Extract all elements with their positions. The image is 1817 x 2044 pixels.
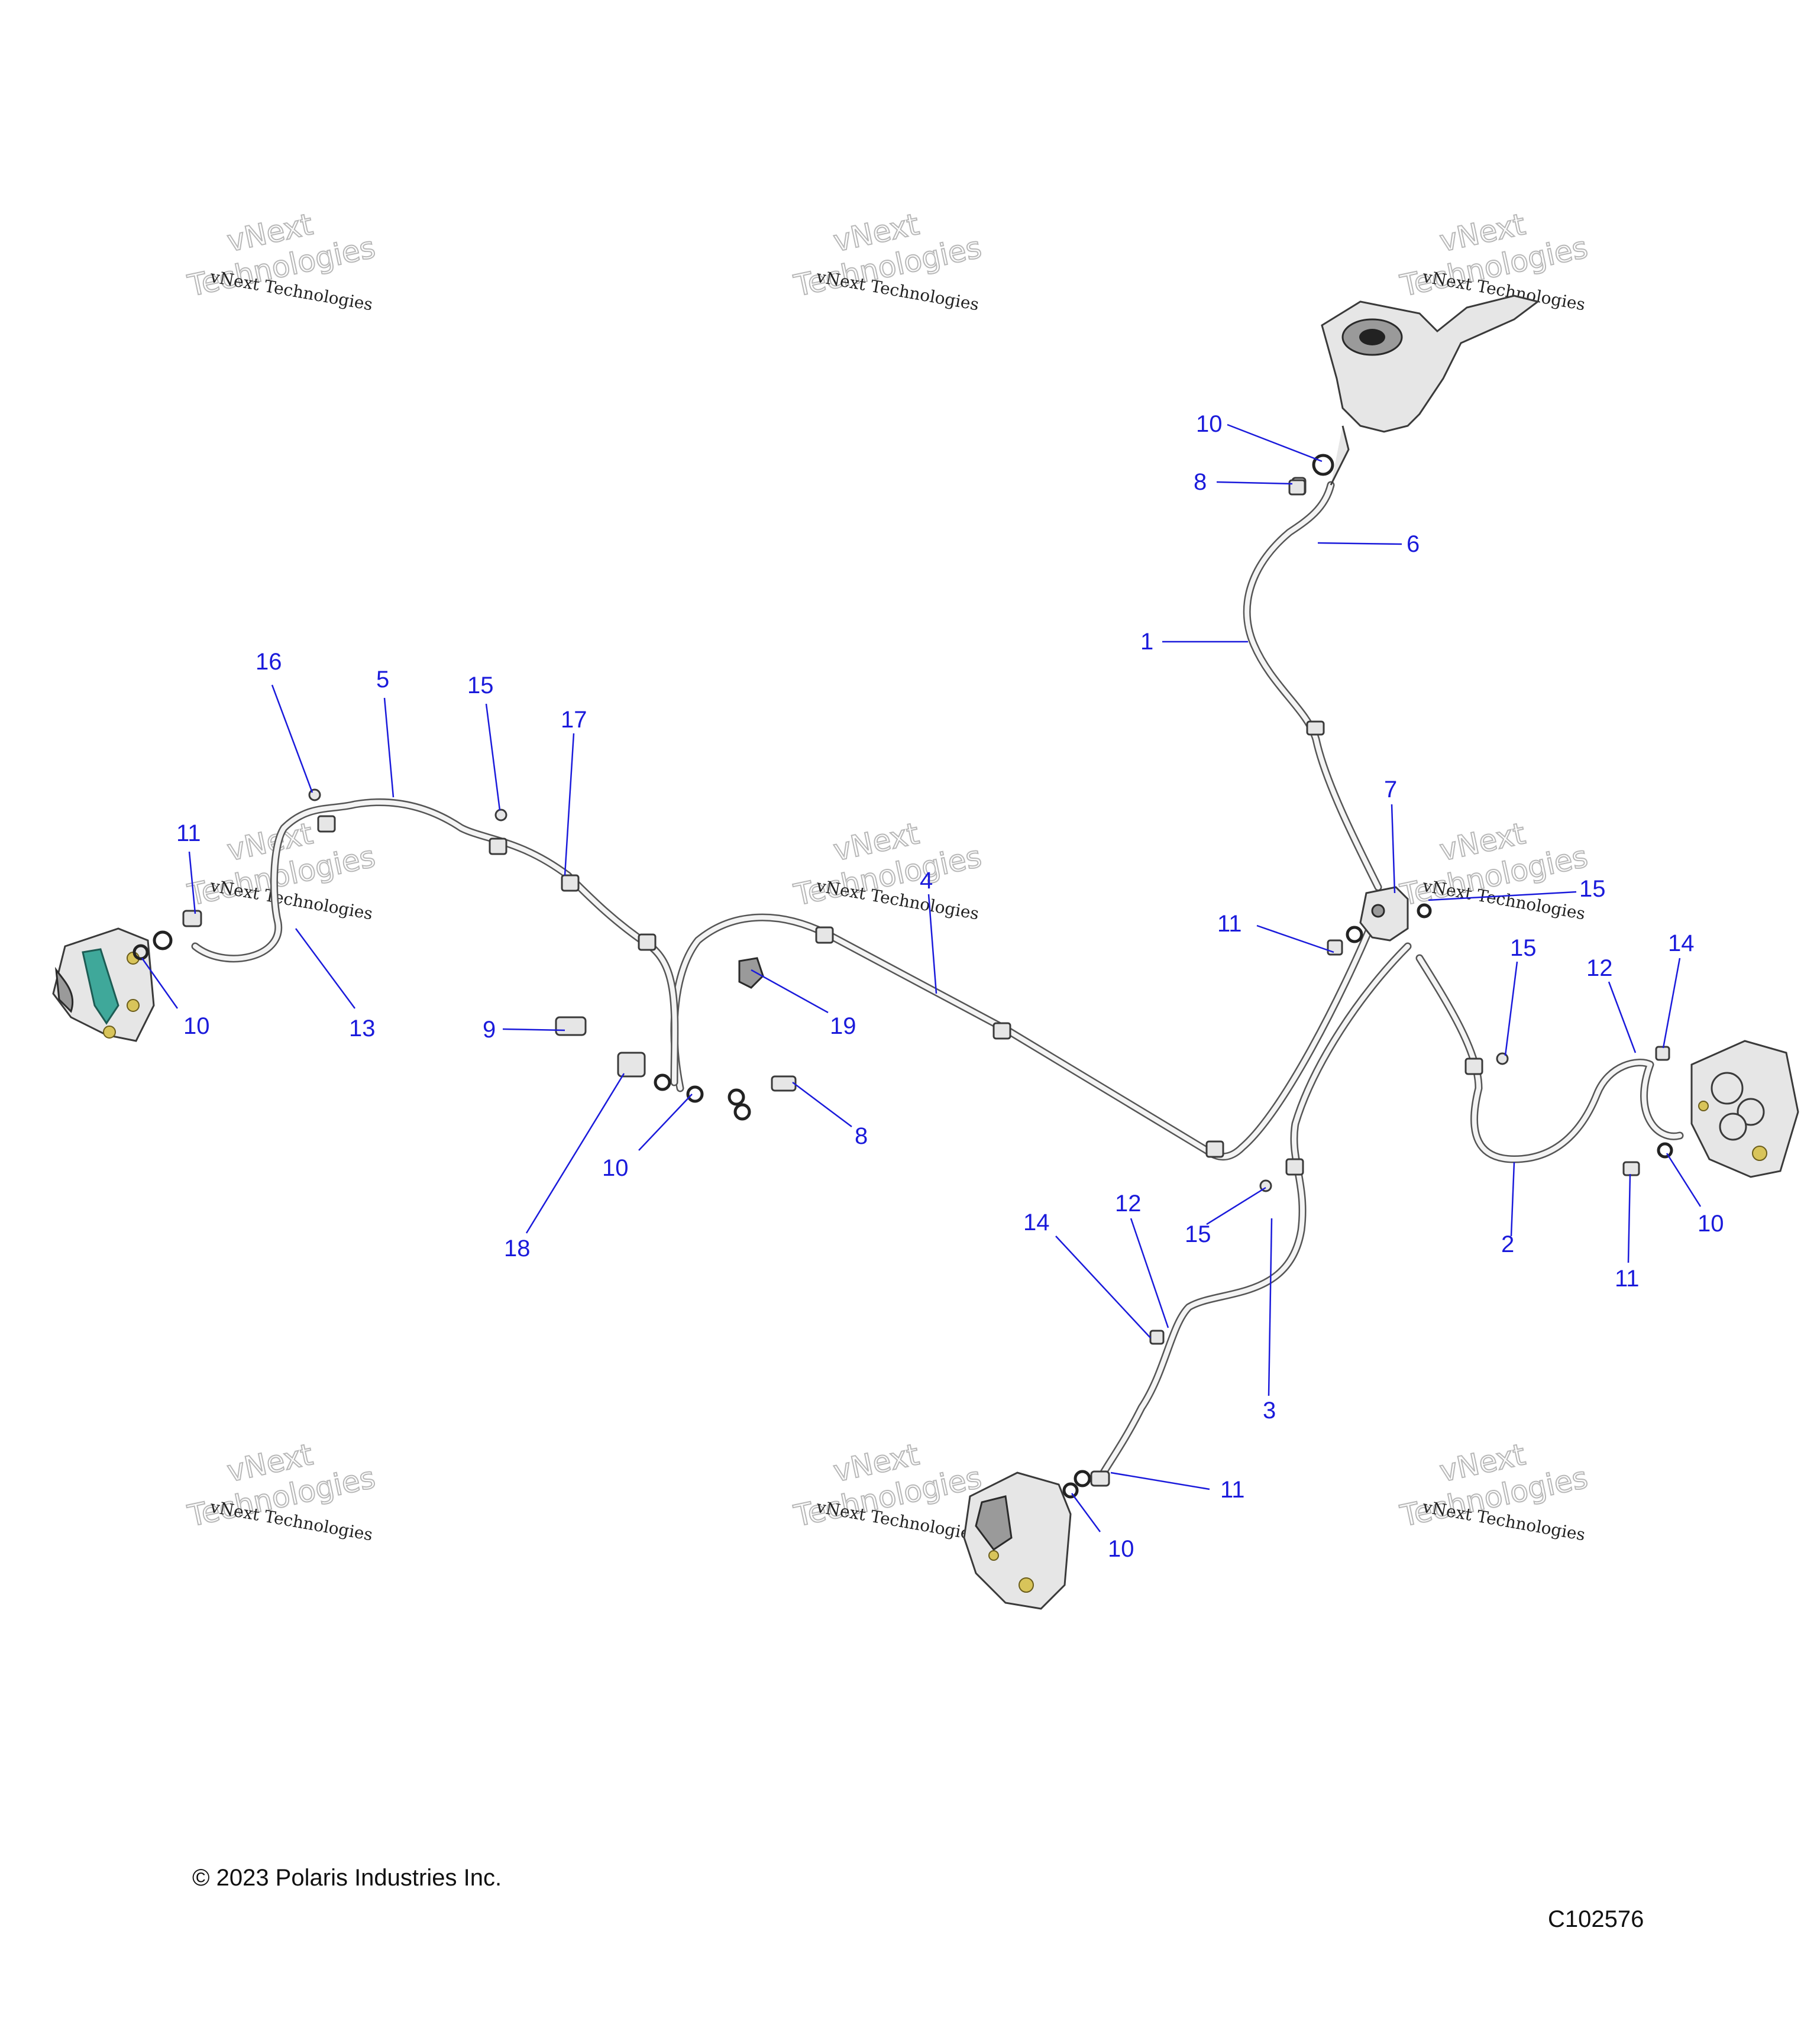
callout-3: 3 xyxy=(1263,1398,1276,1424)
clip xyxy=(489,837,507,855)
callout-11: 11 xyxy=(176,820,201,846)
bracket-19 xyxy=(738,957,764,989)
callout-18: 18 xyxy=(504,1236,531,1262)
hose-4-junction-to-rear xyxy=(670,913,1376,1161)
callout-10: 10 xyxy=(1698,1211,1724,1237)
callout-15: 15 xyxy=(1510,935,1537,961)
callout-10: 10 xyxy=(1196,411,1223,437)
watermark-mid-right: vNext Technologies vNext Technologies xyxy=(1396,816,1591,924)
bolt-15 xyxy=(494,808,507,822)
callout-8: 8 xyxy=(855,1123,868,1149)
callout-1: 1 xyxy=(1140,629,1153,655)
caliper-front-right xyxy=(1622,1040,1799,1178)
clip xyxy=(1464,1057,1483,1075)
callout-4: 4 xyxy=(920,868,933,894)
watermark-top-right: vNext Technologies vNext Technologies xyxy=(1396,206,1591,315)
loose-parts xyxy=(308,479,1509,1192)
callout-15: 15 xyxy=(1185,1221,1211,1247)
bolt-15b xyxy=(1496,1052,1509,1065)
hose-1-master-to-junction xyxy=(1243,481,1382,891)
callout-11: 11 xyxy=(1615,1266,1640,1292)
callout-12: 12 xyxy=(1115,1191,1142,1217)
callout-6: 6 xyxy=(1407,531,1420,557)
callout-10: 10 xyxy=(1108,1536,1134,1562)
callout-5: 5 xyxy=(376,667,389,693)
bolt-16 xyxy=(308,788,321,801)
callouts: 10 8 6 1 16 5 15 17 11 10 13 9 4 19 8 10… xyxy=(176,411,1724,1562)
watermark-top-center: vNext Technologies vNext Technologies xyxy=(790,206,985,315)
figure-id: C102576 xyxy=(1548,1906,1644,1932)
callout-10: 10 xyxy=(183,1013,210,1039)
clip xyxy=(638,933,657,951)
clip xyxy=(815,926,834,944)
hose-2-front-right xyxy=(1415,954,1684,1163)
callout-14: 14 xyxy=(1668,930,1695,956)
callout-12: 12 xyxy=(1586,955,1613,981)
watermark-mid-center: vNext Technologies vNext Technologies xyxy=(790,816,985,924)
callout-11: 11 xyxy=(1220,1477,1245,1503)
clip xyxy=(561,874,580,892)
watermark-bottom-right: vNext Technologies vNext Technologies xyxy=(1396,1437,1591,1545)
clip xyxy=(317,815,336,833)
hose-3-front-left xyxy=(1096,942,1412,1483)
callout-7: 7 xyxy=(1384,777,1397,803)
callout-11: 11 xyxy=(1217,911,1242,937)
callout-15: 15 xyxy=(1579,876,1606,902)
copyright-text: © 2023 Polaris Industries Inc. xyxy=(192,1865,502,1891)
switch-9 xyxy=(555,1016,587,1036)
callout-2: 2 xyxy=(1501,1231,1514,1257)
master-cylinder xyxy=(1291,295,1540,496)
plug-18 xyxy=(617,1052,646,1078)
caliper-front-left xyxy=(963,1330,1165,1610)
callout-9: 9 xyxy=(483,1017,496,1043)
callout-14: 14 xyxy=(1023,1209,1050,1236)
callout-8: 8 xyxy=(1194,469,1207,495)
clip xyxy=(1285,1158,1304,1176)
clip xyxy=(1205,1140,1224,1158)
callout-10: 10 xyxy=(602,1155,629,1181)
clip xyxy=(1306,720,1325,736)
watermark-bottom-left: vNext Technologies vNext Technologies xyxy=(184,1437,379,1545)
junction-block xyxy=(1327,886,1432,956)
leader-lines xyxy=(141,423,1702,1532)
bolt-8 xyxy=(771,1075,797,1092)
hose-clips xyxy=(317,720,1483,1176)
clip xyxy=(992,1022,1011,1040)
caliper-rear-left xyxy=(52,910,202,1042)
callout-15: 15 xyxy=(467,672,494,698)
callout-16: 16 xyxy=(256,649,282,675)
watermark-top-left: vNext Technologies vNext Technologies xyxy=(184,206,379,315)
callout-13: 13 xyxy=(349,1015,376,1042)
watermark-bottom-center: vNext Technologies vNext Technologies xyxy=(790,1437,985,1545)
callout-17: 17 xyxy=(561,707,587,733)
callout-19: 19 xyxy=(830,1013,856,1039)
